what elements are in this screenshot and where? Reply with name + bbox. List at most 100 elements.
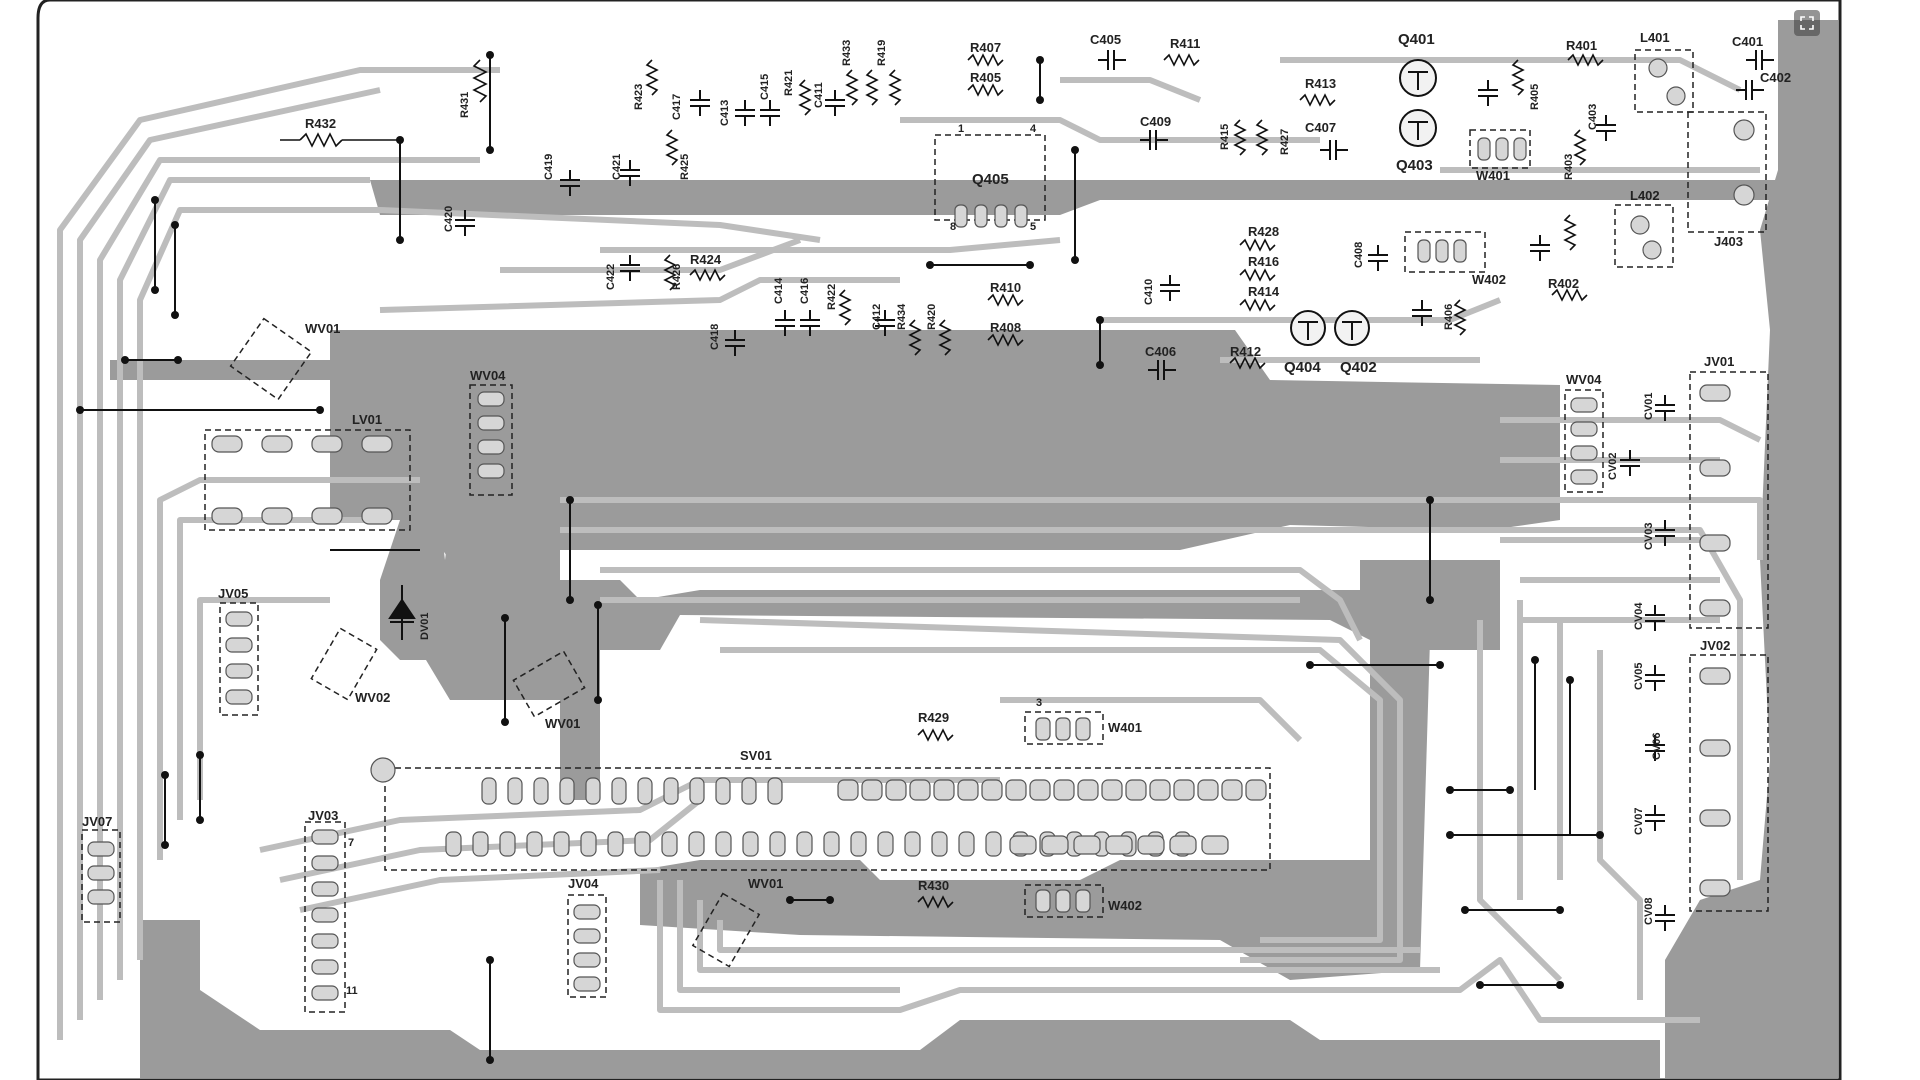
capacitor-c407 <box>1320 140 1348 160</box>
label-wv04-left: WV04 <box>470 368 506 383</box>
sv01-pad-top <box>837 779 859 801</box>
resistor-r405 <box>967 83 1004 97</box>
solder-dots <box>76 51 1604 1064</box>
label-cv02: CV02 <box>1607 452 1619 480</box>
label-r421: R421 <box>783 70 795 96</box>
capacitor-c405 <box>1098 50 1126 70</box>
label-jv04: JV04 <box>568 876 599 891</box>
label-r431: R431 <box>459 92 471 118</box>
sv01-pad-bottom <box>553 831 570 857</box>
resistor-r414 <box>1239 298 1276 312</box>
label-dv01: DV01 <box>419 612 431 640</box>
resistor-r407 <box>967 53 1004 67</box>
pin-label-3: 3 <box>1036 697 1042 709</box>
label-wv01-bottom: WV01 <box>748 876 783 891</box>
resistor-r430 <box>917 895 954 909</box>
sv01-pad-bottom <box>850 831 867 857</box>
label-q402: Q402 <box>1340 359 1377 376</box>
sv01-pad-top <box>861 779 883 801</box>
label-r401: R401 <box>1566 38 1597 53</box>
label-r422: R422 <box>826 284 838 310</box>
diode-dv01 <box>388 585 416 640</box>
label-r434: R434 <box>896 303 908 330</box>
label-c416: C416 <box>799 278 811 304</box>
sv01-pad-top <box>1029 779 1051 801</box>
component-labels: Q401 Q403 Q405 Q404 Q402 R407 R405 R411 … <box>82 30 1791 997</box>
label-cv03: CV03 <box>1643 522 1655 550</box>
label-w402-bottom: W402 <box>1108 898 1142 913</box>
label-r414: R414 <box>1248 284 1280 299</box>
label-c421: C421 <box>611 154 623 180</box>
sv01-pad-bottom <box>445 831 462 857</box>
label-r427: R427 <box>1279 129 1291 155</box>
sv01-pad-top <box>611 777 627 805</box>
resistor-r402 <box>1551 288 1588 302</box>
label-c412: C412 <box>871 304 883 330</box>
label-r432: R432 <box>305 116 336 131</box>
sv01-pad-top <box>637 777 653 805</box>
resistor-r428 <box>1239 238 1276 252</box>
transistors <box>1290 59 1437 346</box>
sv01-pad-top <box>1053 779 1075 801</box>
label-q403: Q403 <box>1396 157 1433 174</box>
sv01-pad-bottom <box>877 831 894 857</box>
pin-label-1: 1 <box>958 123 964 135</box>
sv01-pad-bottom <box>1137 835 1165 855</box>
label-l401: L401 <box>1640 30 1670 45</box>
label-l402: L402 <box>1630 188 1660 203</box>
label-r415: R415 <box>1219 124 1231 150</box>
capacitor-c409 <box>1140 130 1168 150</box>
label-r429: R429 <box>918 710 949 725</box>
sv01-pad-top <box>689 777 705 805</box>
sv01-pad-top <box>481 777 497 805</box>
sv01-pad-bottom <box>823 831 840 857</box>
label-q404: Q404 <box>1284 359 1321 376</box>
label-wv04-right: WV04 <box>1566 372 1602 387</box>
sv01-pad-bottom <box>796 831 813 857</box>
label-c417: C417 <box>671 94 683 120</box>
label-q401: Q401 <box>1398 31 1435 48</box>
resistor-r410 <box>987 293 1024 307</box>
label-jv05: JV05 <box>218 586 248 601</box>
label-c418: C418 <box>709 324 721 350</box>
pin-label-5: 5 <box>1030 221 1036 233</box>
sv01-pad-bottom <box>1009 835 1037 855</box>
capacitor-c402 <box>1736 80 1764 100</box>
label-r420: R420 <box>926 304 938 330</box>
resistor-r431 <box>472 59 488 103</box>
label-wv01-top: WV01 <box>305 321 340 336</box>
pin-label-11: 11 <box>346 985 358 997</box>
sv01-pad-top <box>767 777 783 805</box>
sv01-pad-bottom <box>607 831 624 857</box>
sv01-pad-top <box>1245 779 1267 801</box>
sv01-pad-top <box>981 779 1003 801</box>
label-jv01: JV01 <box>1704 354 1734 369</box>
label-r410: R410 <box>990 280 1021 295</box>
sv01-pad-bottom <box>526 831 543 857</box>
label-c407: C407 <box>1305 120 1336 135</box>
label-r407: R407 <box>970 40 1001 55</box>
label-c408: C408 <box>1353 242 1365 268</box>
sv01-pad-bottom <box>1105 835 1133 855</box>
sv01-pad-bottom <box>931 831 948 857</box>
label-r405-right: R405 <box>1529 84 1541 110</box>
label-r413: R413 <box>1305 76 1336 91</box>
resistors <box>280 53 1604 909</box>
sv01-pad-bottom <box>499 831 516 857</box>
sv01-pad-top <box>715 777 731 805</box>
sv01-pad-bottom <box>661 831 678 857</box>
sv01-pads <box>445 777 1267 857</box>
label-jv02: JV02 <box>1700 638 1730 653</box>
label-r408: R408 <box>990 320 1021 335</box>
label-r428: R428 <box>1248 224 1279 239</box>
label-cv08: CV08 <box>1643 897 1655 925</box>
expand-button[interactable] <box>1794 10 1820 36</box>
sv01-pad-top <box>559 777 575 805</box>
resistor-r424 <box>689 268 726 282</box>
label-c414: C414 <box>773 277 785 304</box>
label-w401-bottom: W401 <box>1108 720 1142 735</box>
sv01-pad-top <box>933 779 955 801</box>
label-r419: R419 <box>876 40 888 66</box>
sv01-pad-bottom <box>715 831 732 857</box>
sv01-pad-bottom <box>580 831 597 857</box>
